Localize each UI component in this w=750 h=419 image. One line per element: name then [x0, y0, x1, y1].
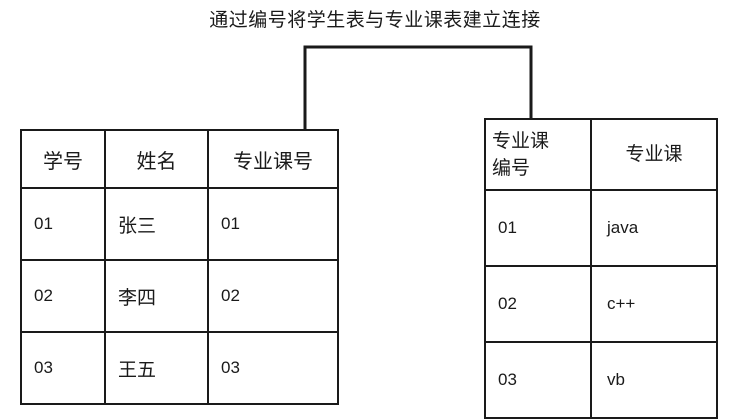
student-cell-course-id: 02 — [207, 259, 339, 333]
course-table: 专业课 编号 专业课 01 java 02 c++ 03 vb — [484, 118, 718, 419]
student-cell-course-id: 01 — [207, 187, 339, 261]
student-cell-name: 王五 — [104, 331, 209, 405]
course-cell-name: c++ — [590, 265, 718, 343]
student-header-name: 姓名 — [104, 129, 209, 189]
table-row: 03 王五 03 — [20, 331, 339, 405]
course-cell-code: 02 — [484, 265, 592, 343]
student-cell-course-id: 03 — [207, 331, 339, 405]
course-cell-code: 01 — [484, 189, 592, 267]
student-cell-name: 李四 — [104, 259, 209, 333]
table-header-row: 专业课 编号 专业课 — [484, 118, 718, 191]
student-cell-id: 02 — [20, 259, 106, 333]
table-row: 01 java — [484, 189, 718, 267]
course-cell-code: 03 — [484, 341, 592, 419]
student-cell-name: 张三 — [104, 187, 209, 261]
page-title: 通过编号将学生表与专业课表建立连接 — [209, 10, 541, 31]
table-header-row: 学号 姓名 专业课号 — [20, 129, 339, 189]
course-header-code-line2: 编号 — [492, 157, 531, 179]
course-cell-name: vb — [590, 341, 718, 419]
course-header-code: 专业课 编号 — [484, 118, 592, 191]
student-cell-id: 01 — [20, 187, 106, 261]
table-row: 02 c++ — [484, 265, 718, 343]
student-header-id: 学号 — [20, 129, 106, 189]
table-row: 03 vb — [484, 341, 718, 419]
student-table: 学号 姓名 专业课号 01 张三 01 02 李四 02 03 王五 03 — [20, 129, 339, 405]
table-row: 02 李四 02 — [20, 259, 339, 333]
course-cell-name: java — [590, 189, 718, 267]
course-header-code-line1: 专业课 — [492, 130, 550, 152]
course-header-name: 专业课 — [590, 118, 718, 191]
student-header-course-id: 专业课号 — [207, 129, 339, 189]
student-cell-id: 03 — [20, 331, 106, 405]
table-row: 01 张三 01 — [20, 187, 339, 261]
